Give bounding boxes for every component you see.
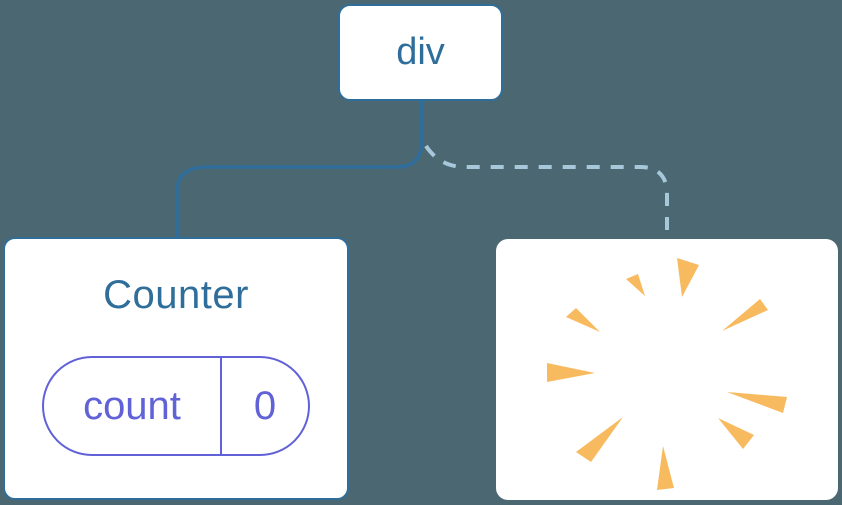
- state-pill: count 0: [42, 356, 310, 456]
- node-counter: Counter count 0: [3, 237, 349, 500]
- state-value: 0: [220, 358, 308, 454]
- node-div: div: [338, 4, 503, 101]
- state-key-label: count: [83, 383, 181, 428]
- node-div-label: div: [396, 31, 445, 73]
- counter-title: Counter: [103, 273, 249, 317]
- node-removed: [496, 239, 838, 500]
- poof-icon: [547, 258, 787, 490]
- link-dashed-to-removed: [424, 144, 669, 240]
- link-solid-to-counter: [175, 101, 424, 238]
